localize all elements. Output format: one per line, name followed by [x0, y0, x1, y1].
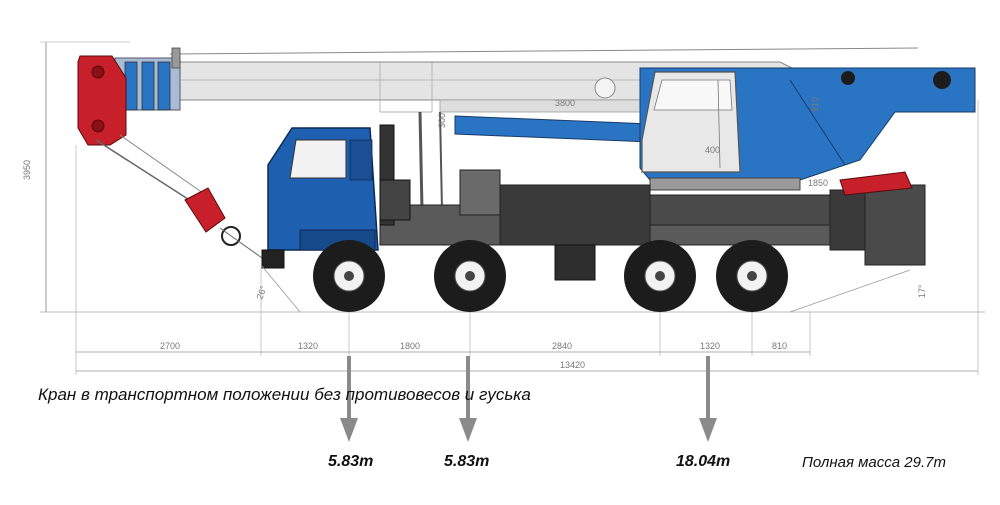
load-arrow-3 [699, 356, 717, 442]
dim-small-height: 300 [437, 113, 447, 128]
dim-wheelbase-2: 1800 [400, 341, 420, 351]
dim-cab-width: 400 [705, 145, 720, 155]
caption-text: Кран в транспортном положении без против… [38, 385, 531, 404]
axle-load-rear: 18.04т [676, 453, 731, 470]
hook-rope-2 [119, 134, 211, 199]
wheel-3 [624, 240, 696, 312]
dim-wheelbase-3: 2840 [552, 341, 572, 351]
turntable [649, 177, 801, 191]
dim-approach-angle: 26° [254, 284, 268, 301]
dim-boom-section: 3800 [555, 98, 575, 108]
height-label: 3950 [22, 160, 32, 180]
dim-rotary-height: 910 [810, 97, 820, 112]
dim-total-length: 13420 [560, 360, 585, 370]
wheel-1 [313, 240, 385, 312]
dim-wheelbase-4: 1320 [700, 341, 720, 351]
dim-rear-overhang: 810 [772, 341, 787, 351]
load-arrow-2 [459, 356, 477, 442]
axle-load-2: 5.83т [444, 453, 490, 470]
dimension-chain: 2700 1320 1800 2840 1320 810 13420 [76, 341, 978, 372]
height-dimension: 3950 [22, 41, 130, 312]
dim-rear-offset: 1850 [808, 178, 828, 188]
red-sheave-block [77, 55, 127, 146]
truck-cab [261, 124, 411, 269]
total-mass: Полная масса 29.7т [802, 454, 946, 471]
departure-angle-line [789, 269, 911, 313]
axle-load-1: 5.83т [328, 453, 374, 470]
boom-cable [169, 47, 919, 55]
wheel-2 [434, 240, 506, 312]
wheel-4 [716, 240, 788, 312]
telescopic-boom [114, 61, 801, 113]
rear-outrigger-cylinder [839, 171, 913, 196]
hook-rope [95, 139, 206, 211]
load-arrow-1 [340, 356, 358, 442]
operator-cab [641, 71, 741, 173]
dim-departure-angle: 17° [917, 284, 927, 298]
hook-block [184, 187, 263, 259]
dim-wheelbase-1: 1320 [298, 341, 318, 351]
axle-guides [75, 100, 979, 375]
approach-angle-line [261, 265, 301, 313]
dim-front-overhang: 2700 [160, 341, 180, 351]
luffing-cylinder [418, 111, 651, 211]
